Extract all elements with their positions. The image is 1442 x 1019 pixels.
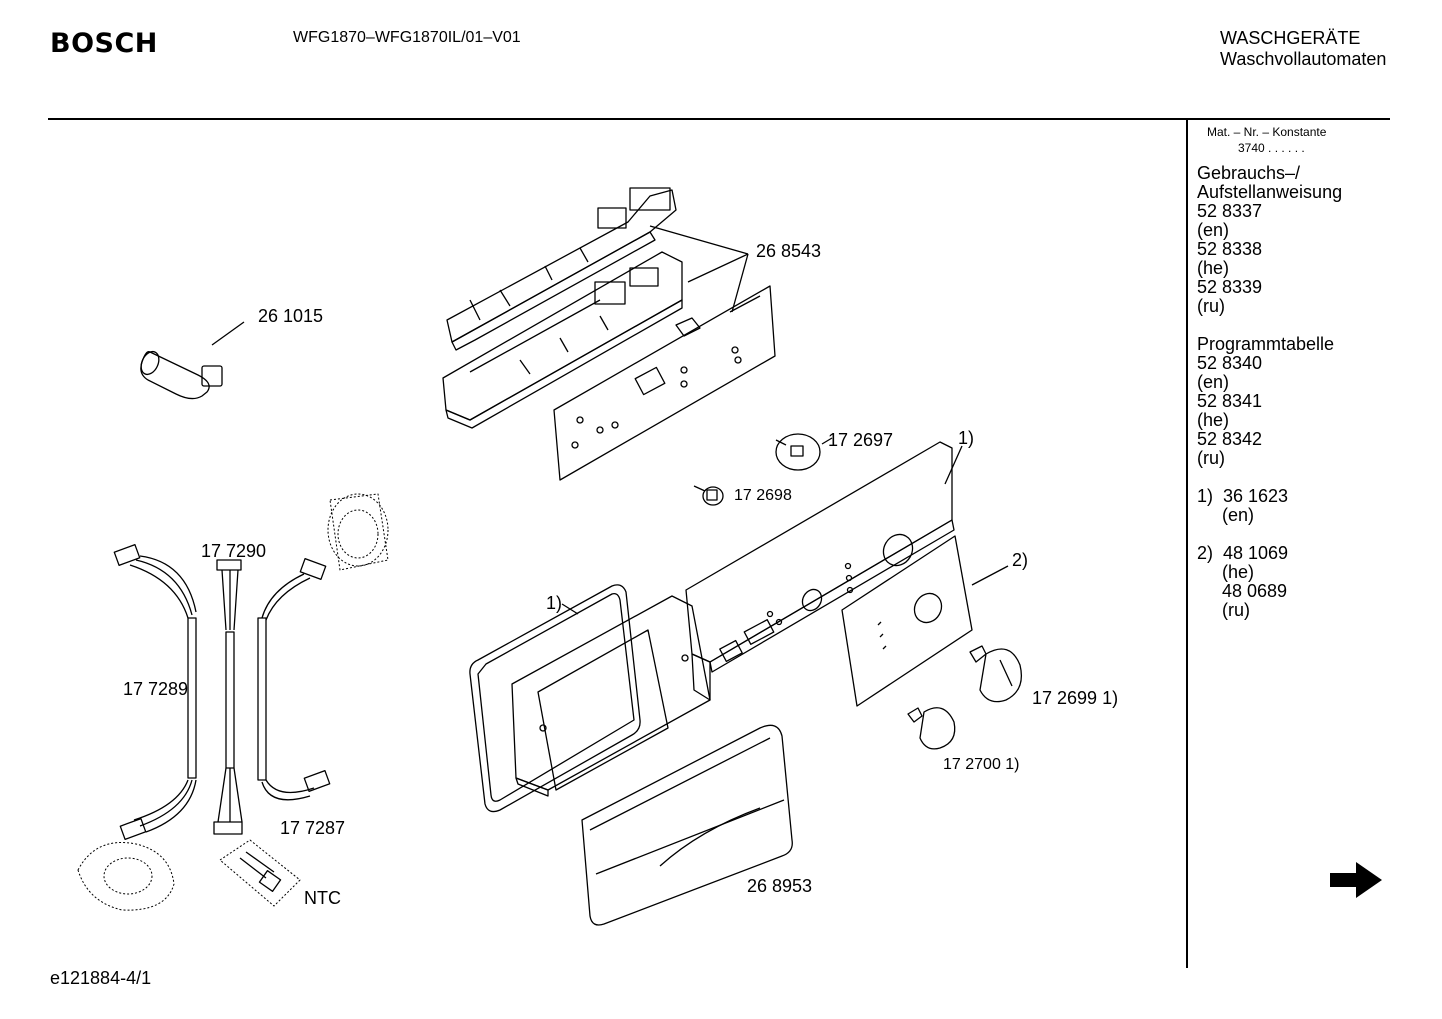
doc-line: (he): [1197, 410, 1230, 430]
sidebar-divider: [1186, 118, 1188, 968]
sidebar-doc-list: Gebrauchs–/ Aufstellanweisung 52 8337 (e…: [1197, 164, 1342, 620]
doc-line: (ru): [1197, 600, 1250, 620]
program-knob: [775, 433, 821, 471]
ntc-sensor: [219, 839, 301, 907]
front-panel: [685, 441, 955, 701]
part-label-268543: 26 8543: [756, 241, 822, 261]
leader-172697: [821, 437, 833, 445]
category-title: WASCHGERÄTE: [1220, 28, 1361, 48]
capacitor: [140, 350, 223, 400]
doc-line: 52 8340: [1197, 353, 1263, 373]
panel-overlay: [841, 535, 973, 707]
doc-line: 52 8338: [1197, 239, 1263, 259]
doc-line: (ru): [1197, 296, 1225, 316]
doc-line: 2) 48 1069: [1197, 543, 1289, 563]
part-label-172699: 17 2699 1): [1032, 688, 1119, 708]
selector-knob-large: [969, 645, 1023, 703]
ghost-component-motor: [77, 842, 175, 911]
doc-line: (en): [1197, 220, 1230, 240]
control-module-frame: [442, 251, 683, 429]
doc-line: Gebrauchs–/: [1197, 163, 1301, 183]
part-label-268953: 26 8953: [747, 876, 813, 896]
header-divider: [48, 118, 1390, 120]
part-label-177289: 17 7289: [123, 679, 189, 699]
drawer-front: [581, 724, 793, 926]
category-subtitle: Waschvollautomaten: [1220, 49, 1387, 69]
wire-harness-177290: [213, 559, 243, 835]
doc-line: (en): [1197, 505, 1255, 525]
mat-nr-label: Mat. – Nr. – Konstante: [1207, 125, 1327, 139]
mat-nr-value: 3740 . . . . . .: [1238, 141, 1305, 155]
doc-line: 52 8339: [1197, 277, 1263, 297]
part-label-172700: 17 2700 1): [943, 756, 1020, 773]
part-label-172698: 17 2698: [734, 487, 792, 504]
part-label-ntc: NTC: [304, 888, 341, 908]
drawer-housing: [511, 595, 711, 797]
note-label-2: 2): [1012, 550, 1029, 570]
doc-line: 52 8337: [1197, 201, 1263, 221]
drawer-seal: [469, 584, 641, 813]
small-knob: [693, 485, 724, 506]
brand-logo: BOSCH: [50, 28, 158, 59]
doc-line: (ru): [1197, 448, 1225, 468]
drawing-id: e121884-4/1: [50, 968, 152, 988]
doc-line: 48 0689: [1197, 581, 1288, 601]
doc-line: (he): [1197, 562, 1255, 582]
wire-harness-177289: [113, 544, 197, 840]
part-label-177287: 17 7287: [280, 818, 346, 838]
doc-line: (en): [1197, 372, 1230, 392]
leader-note2: [971, 565, 1009, 586]
note-label-1-left: 1): [546, 593, 563, 613]
doc-line: (he): [1197, 258, 1230, 278]
leader-268543-b: [687, 253, 749, 283]
note-label-1-top: 1): [958, 428, 975, 448]
doc-line: 52 8342: [1197, 429, 1263, 449]
leader-268543-a: [649, 225, 749, 255]
model-number: WFG1870–WFG1870IL/01–V01: [293, 29, 521, 46]
right-arrow-icon: [1330, 862, 1382, 898]
ghost-component-pump: [327, 493, 389, 571]
control-module-upper: [446, 187, 677, 351]
part-label-177290: 17 7290: [201, 541, 267, 561]
doc-line: 1) 36 1623: [1197, 486, 1289, 506]
leader-note1-left: [561, 603, 579, 615]
leader-268543-c: [731, 253, 749, 313]
doc-line: Aufstellanweisung: [1197, 182, 1343, 202]
selector-knob-small: [907, 707, 956, 750]
doc-line: Programmtabelle: [1197, 334, 1335, 354]
circuit-board: [553, 285, 776, 481]
leader-note1-top: [944, 445, 963, 485]
leader-261015: [211, 321, 245, 346]
part-label-261015: 26 1015: [258, 306, 324, 326]
wire-harness-177287: [257, 558, 331, 801]
doc-line: 52 8341: [1197, 391, 1263, 411]
part-label-172697: 17 2697: [828, 430, 894, 450]
